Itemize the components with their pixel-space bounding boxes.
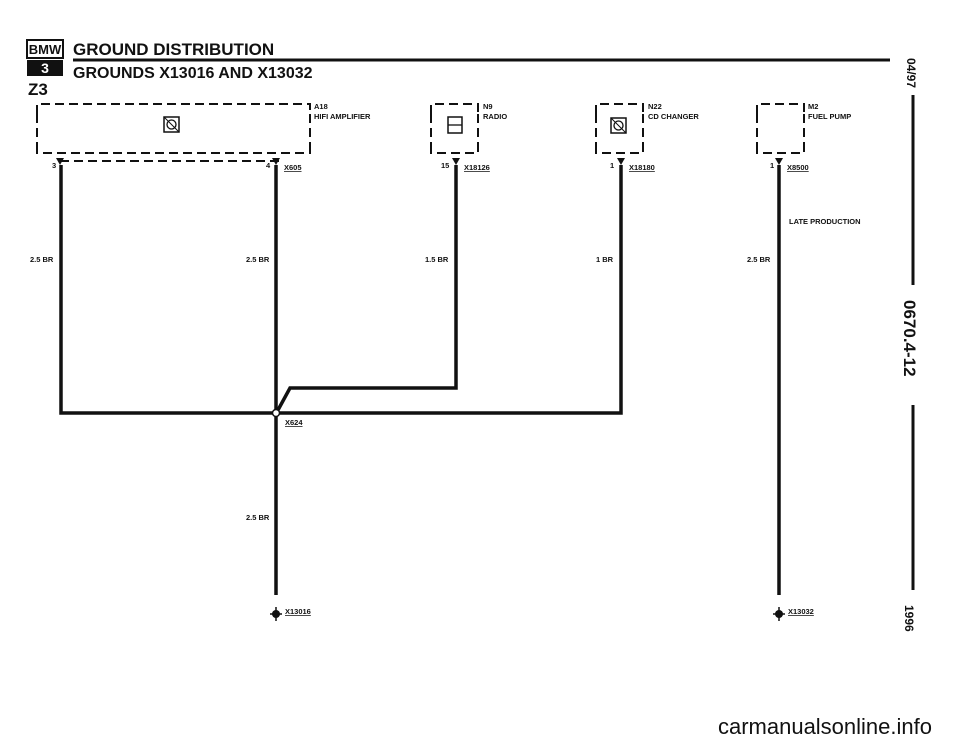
series-badge: 3 xyxy=(27,60,63,76)
speaker-icon xyxy=(163,116,180,133)
a18-connector: X605 xyxy=(284,163,302,172)
ground-x13016: X13016 xyxy=(270,607,311,621)
n9-connector: X18126 xyxy=(464,163,490,172)
wire-label-a18-pin4: 2.5 BR xyxy=(246,255,270,264)
splice-label: X624 xyxy=(285,418,303,427)
n22-pin: 1 xyxy=(610,161,614,170)
m2-box-bottom xyxy=(756,145,805,154)
wire-label-n22: 1 BR xyxy=(596,255,614,264)
a18-pin-3: 3 xyxy=(52,161,56,170)
ground-x13032: X13032 xyxy=(773,607,814,621)
m2-pin: 1 xyxy=(770,161,774,170)
wire-label-a18-pin3: 2.5 BR xyxy=(30,255,54,264)
m2-id: M2 xyxy=(808,102,818,111)
component-n22: N22 CD CHANGER 1 X18180 xyxy=(595,102,699,172)
n9-box-top xyxy=(430,103,479,114)
radio-icon xyxy=(447,116,463,134)
wire-label-trunk: 2.5 BR xyxy=(246,513,270,522)
wire-label-n9: 1.5 BR xyxy=(425,255,449,264)
ground-x13016-label: X13016 xyxy=(285,607,311,616)
component-n9: N9 RADIO 15 X18126 xyxy=(430,102,507,172)
a18-pin-4: 4 xyxy=(266,161,271,170)
sidebar: 04/97 0670.4-12 1996 xyxy=(900,58,919,632)
n22-id: N22 xyxy=(648,102,662,111)
n9-pin: 15 xyxy=(441,161,449,170)
m2-pin-terminal xyxy=(775,158,783,165)
n9-id: N9 xyxy=(483,102,493,111)
wire-a18-pin3 xyxy=(59,165,276,415)
sidebar-year: 1996 xyxy=(902,605,916,632)
a18-box-bottom xyxy=(36,145,311,154)
wire-n9 xyxy=(276,165,458,411)
component-m2: M2 FUEL PUMP 1 X8500 LATE PRODUCTION xyxy=(756,102,861,226)
a18-box-top xyxy=(36,103,311,114)
m2-name: FUEL PUMP xyxy=(808,112,851,121)
series-badge-text: 3 xyxy=(41,60,49,76)
wiring: X624 2.5 BR 2.5 BR 1.5 BR 1 BR 2.5 BR 2.… xyxy=(30,165,781,595)
wire-n22 xyxy=(276,165,623,415)
watermark: carmanualsonline.info xyxy=(718,714,932,739)
ground-x13032-label: X13032 xyxy=(788,607,814,616)
n9-name: RADIO xyxy=(483,112,507,121)
sidebar-date: 04/97 xyxy=(904,58,918,88)
a18-name: HIFI AMPLIFIER xyxy=(314,112,371,121)
n9-box-bottom xyxy=(430,145,479,154)
late-production-note: LATE PRODUCTION xyxy=(789,217,861,226)
a18-id: A18 xyxy=(314,102,328,111)
model-label: Z3 xyxy=(28,80,48,99)
m2-connector: X8500 xyxy=(787,163,809,172)
page-subtitle: GROUNDS X13016 AND X13032 xyxy=(73,65,313,82)
n22-connector: X18180 xyxy=(629,163,655,172)
m2-box-top xyxy=(756,103,805,114)
sidebar-page: 0670.4-12 xyxy=(900,300,919,377)
bmw-logo: BMW xyxy=(26,39,64,59)
bmw-logo-text: BMW xyxy=(29,42,62,57)
n22-box-bottom xyxy=(595,145,644,154)
a18-pin3-terminal xyxy=(56,158,64,165)
component-a18: A18 HIFI AMPLIFIER 3 4 X605 xyxy=(36,102,371,172)
splice-point xyxy=(271,408,281,418)
n9-pin-terminal xyxy=(452,158,460,165)
wire-label-m2: 2.5 BR xyxy=(747,255,771,264)
n22-pin-terminal xyxy=(617,158,625,165)
page-title: GROUND DISTRIBUTION xyxy=(73,40,274,59)
n22-name: CD CHANGER xyxy=(648,112,699,121)
n22-box-top xyxy=(595,103,644,114)
cd-changer-icon xyxy=(610,117,627,134)
a18-pin4-terminal xyxy=(272,158,280,165)
